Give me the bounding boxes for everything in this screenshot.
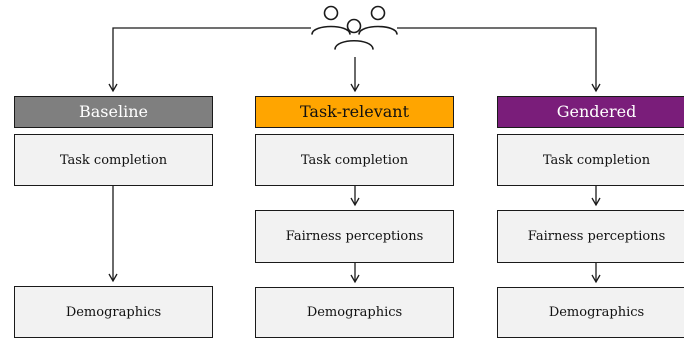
task-relevant-demographics-box: Demographics <box>255 287 454 338</box>
connector-to-gendered <box>397 27 601 93</box>
gendered-header: Gendered <box>497 96 684 128</box>
gendered-fairness-perceptions-box: Fairness perceptions <box>497 210 684 263</box>
task-relevant-header: Task-relevant <box>255 96 454 128</box>
people-group-icon <box>311 5 398 50</box>
baseline-task-completion-box: Task completion <box>14 134 213 186</box>
baseline-header: Baseline <box>14 96 213 128</box>
gendered-demographics-box: Demographics <box>497 287 684 338</box>
task-relevant-task-completion-box: Task completion <box>255 134 454 186</box>
gendered-task-completion-box: Task completion <box>497 134 684 186</box>
task-relevant-fairness-perceptions-box: Fairness perceptions <box>255 210 454 263</box>
connector-to-baseline <box>108 27 311 93</box>
baseline-demographics-box: Demographics <box>14 286 213 338</box>
